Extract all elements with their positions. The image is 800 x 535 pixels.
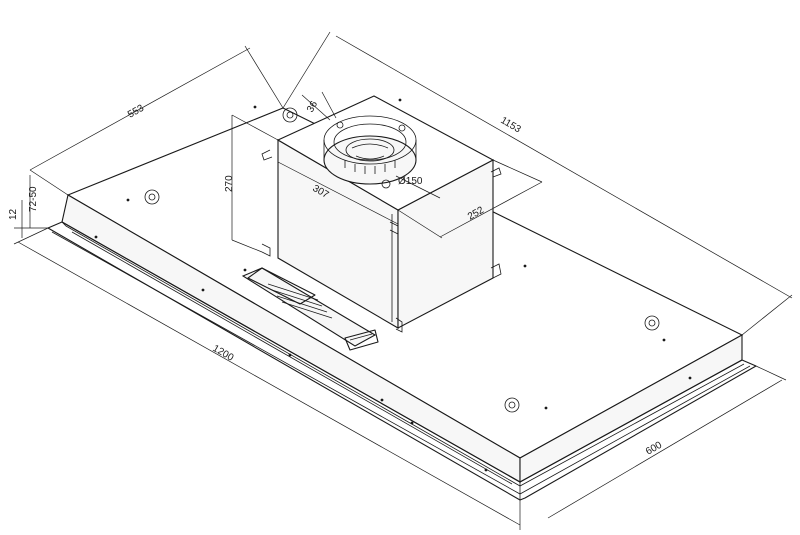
dim-length-bottom: 1200 [211,343,236,364]
dim-outlet-offset: 36 [305,99,320,115]
dimension-lines [13,31,793,530]
filter-panel [241,267,379,351]
dim-chimney-height: 270 [224,175,235,192]
dim-width-bottom: 600 [644,440,664,458]
dim-height-body: 72-50 [28,186,39,212]
mount-hole-right [644,315,660,331]
mount-hole-front [504,397,520,413]
dim-outlet-diameter: Ø150 [398,176,423,187]
mounting-holes [94,98,692,472]
flange-lip-line [61,221,745,487]
fan-outlet [323,115,417,189]
mount-hole-left [144,189,160,205]
mount-hole-back [282,107,298,123]
dim-depth-top: 553 [126,103,146,121]
hood-bottom-flange [47,221,757,501]
dim-flange: 12 [8,208,19,220]
dim-length-top: 1153 [499,115,524,135]
